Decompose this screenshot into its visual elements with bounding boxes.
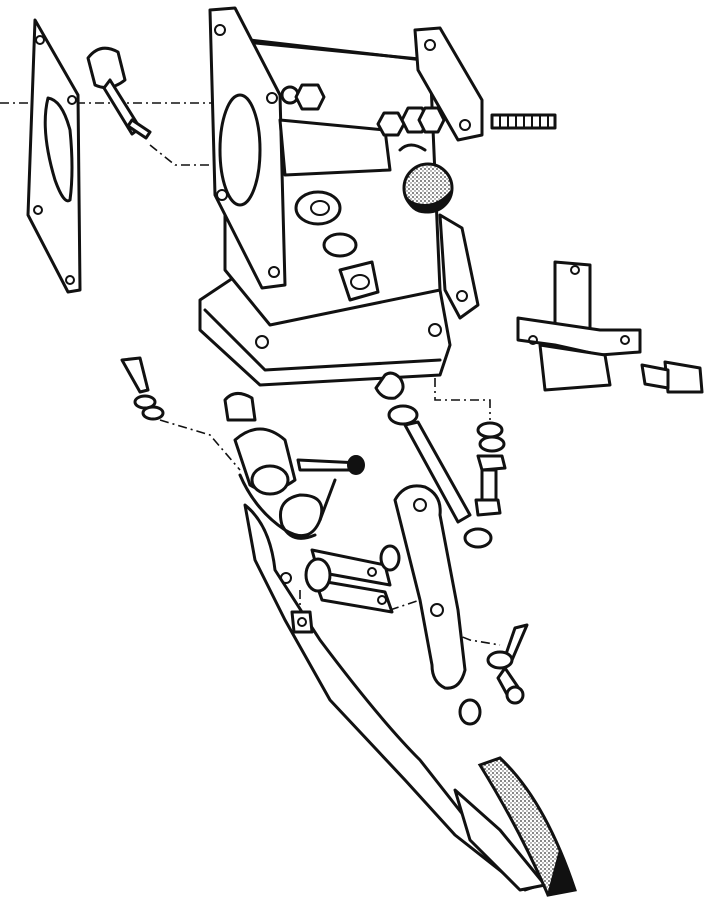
mounting-stud xyxy=(490,113,557,130)
square-nut xyxy=(290,610,314,634)
pivot-pin xyxy=(387,404,493,549)
relay-lever xyxy=(393,484,482,726)
pedal-pad xyxy=(477,756,577,897)
mounting-bracket xyxy=(516,260,642,392)
rubber-buffer xyxy=(640,360,704,394)
pedal-lever xyxy=(243,503,547,892)
pedal-box-housing xyxy=(198,6,484,400)
pivot-bolt xyxy=(474,421,507,517)
pedal-stop-rubber xyxy=(402,162,454,214)
clevis-bolt xyxy=(120,356,165,421)
return-spring xyxy=(238,473,337,540)
gasket xyxy=(26,18,82,294)
clevis-link xyxy=(304,544,401,614)
stop-bolt-nuts xyxy=(376,106,446,152)
pushrod xyxy=(86,46,152,140)
nut-washer-top xyxy=(280,83,326,111)
pivot-bush xyxy=(223,392,365,496)
lever-bolt xyxy=(486,623,529,705)
